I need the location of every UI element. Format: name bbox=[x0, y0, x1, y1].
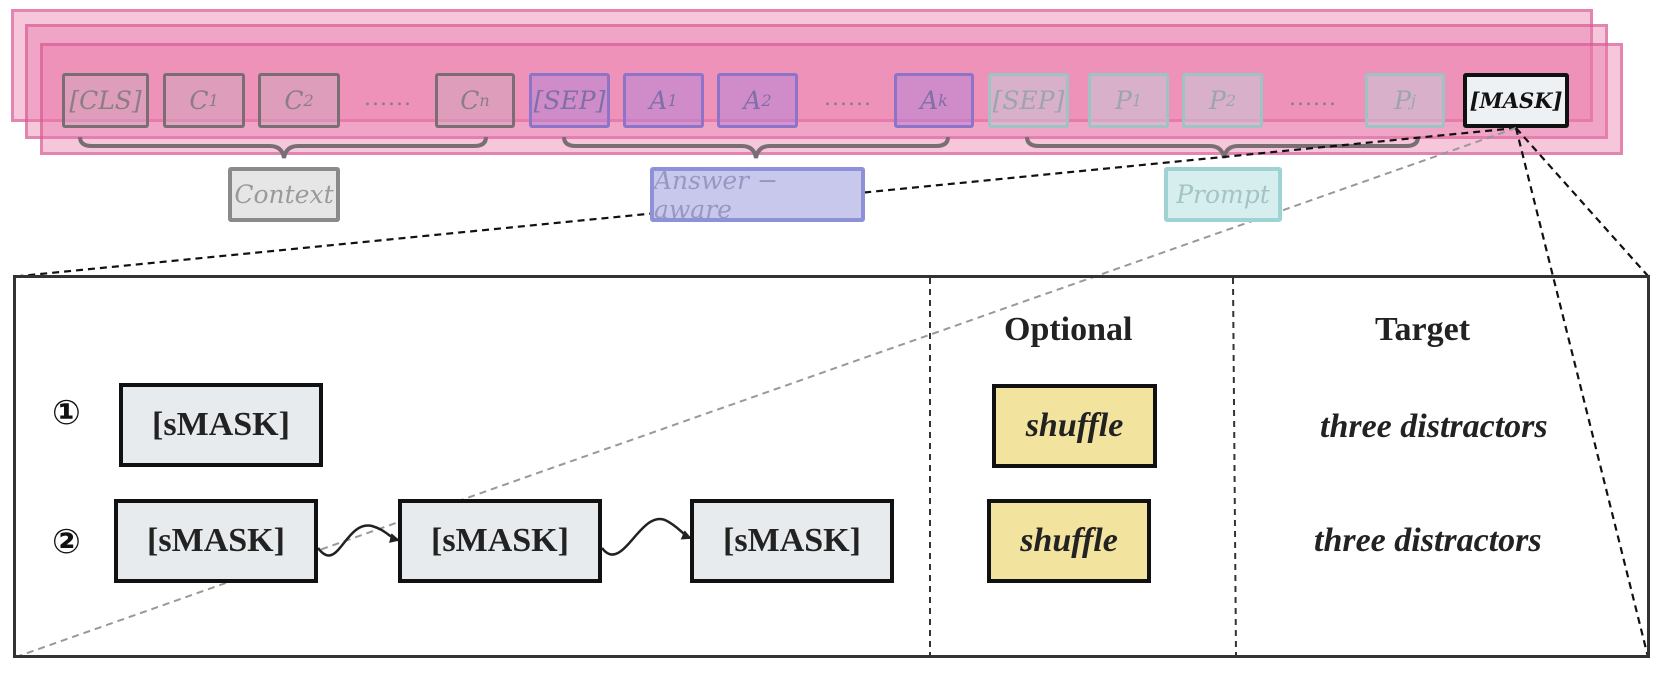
token-c1-sub: 1 bbox=[208, 91, 219, 110]
zoom-line-top-left bbox=[19, 126, 1517, 278]
row-2-smask-1: [sMASK] bbox=[114, 499, 318, 583]
row-1-number: ① bbox=[52, 393, 81, 433]
input-layer-front bbox=[40, 43, 1623, 155]
prompt-label: Prompt bbox=[1164, 167, 1282, 222]
context-label: Context bbox=[228, 167, 340, 222]
token-a1-text: A bbox=[649, 86, 668, 115]
prompt-ellipsis: ...... bbox=[1289, 86, 1337, 111]
row-2-smask-3: [sMASK] bbox=[690, 499, 894, 583]
token-ak-text: A bbox=[920, 86, 939, 115]
answer-aware-label: Answer − aware bbox=[650, 166, 865, 224]
token-c1-text: C bbox=[189, 86, 209, 115]
token-a1-sub: 1 bbox=[667, 91, 678, 110]
target-header: Target bbox=[1375, 311, 1471, 348]
row-2-shuffle: shuffle bbox=[987, 499, 1151, 583]
wavy-arrow-1 bbox=[316, 524, 400, 557]
context-ellipsis: ...... bbox=[364, 86, 412, 111]
row-2-target: three distractors bbox=[1314, 522, 1542, 559]
token-cls: [CLS] bbox=[62, 73, 149, 128]
token-pj-sub: j bbox=[1410, 91, 1416, 110]
token-sep-2-text: [SEP] bbox=[992, 86, 1065, 115]
token-mask: [MASK] bbox=[1463, 73, 1569, 128]
token-sep-1-text: [SEP] bbox=[533, 86, 606, 115]
token-sep-2: [SEP] bbox=[988, 73, 1069, 128]
row-1-shuffle: shuffle bbox=[992, 384, 1157, 468]
token-cn-sub: n bbox=[479, 91, 490, 110]
zoom-line-top-right bbox=[1515, 127, 1649, 277]
token-pj-text: P bbox=[1394, 86, 1411, 115]
input-layer-back bbox=[11, 9, 1593, 122]
token-a2-sub: 2 bbox=[761, 91, 772, 110]
token-sep-1: [SEP] bbox=[529, 73, 610, 128]
row-2-number: ② bbox=[52, 522, 81, 562]
token-p1-text: P bbox=[1114, 86, 1132, 115]
mask-detail-panel bbox=[13, 275, 1650, 658]
row-1-target: three distractors bbox=[1320, 408, 1548, 445]
prompt-brace bbox=[1025, 136, 1420, 159]
token-p2-sub: 2 bbox=[1225, 91, 1236, 110]
row-2-smask-2: [sMASK] bbox=[398, 499, 602, 583]
token-p2-text: P bbox=[1208, 86, 1226, 115]
target-divider bbox=[1232, 277, 1237, 656]
token-ak-sub: k bbox=[938, 91, 948, 110]
token-c2-text: C bbox=[284, 86, 304, 115]
zoom-line-bottom-right bbox=[1514, 127, 1650, 658]
token-a2-text: A bbox=[743, 86, 762, 115]
optional-header: Optional bbox=[1004, 311, 1133, 348]
wavy-arrow-2 bbox=[600, 517, 692, 556]
token-cls-text: [CLS] bbox=[69, 86, 142, 115]
token-p1-sub: 1 bbox=[1131, 91, 1142, 110]
context-brace bbox=[78, 136, 488, 159]
row-1-smask: [sMASK] bbox=[119, 383, 323, 467]
answer-ellipsis: ...... bbox=[824, 86, 872, 111]
token-cn-text: C bbox=[460, 86, 480, 115]
answer-brace bbox=[562, 136, 950, 159]
token-c2-sub: 2 bbox=[303, 91, 314, 110]
